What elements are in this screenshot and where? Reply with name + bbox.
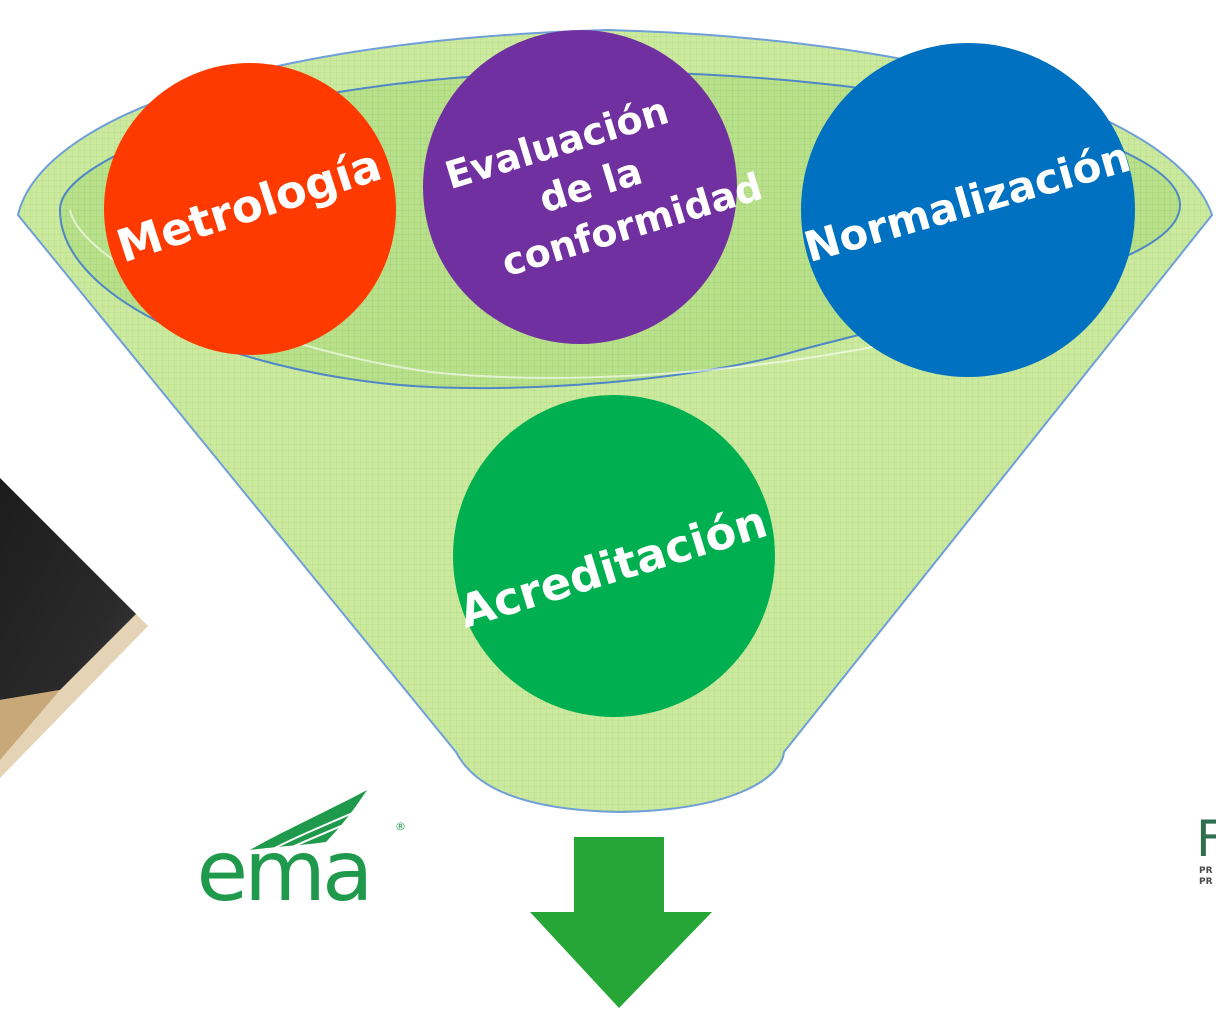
partial-logo-line1: PR <box>1199 866 1213 876</box>
partial-logo-line2: PR <box>1199 877 1213 887</box>
photo-fragment-left <box>0 478 148 778</box>
circle-acreditacion: Acreditación <box>453 395 775 717</box>
partial-logo-right: F PR PR <box>1196 810 1216 887</box>
partial-logo-letter: F <box>1196 810 1216 868</box>
ema-registered-mark: ® <box>395 820 406 833</box>
circle-metrologia: Metrología <box>104 63 396 355</box>
ema-logo-text: ema <box>197 822 370 920</box>
eagle-wing-icon <box>250 790 367 850</box>
down-arrow-icon <box>530 837 712 1008</box>
ema-logo: ema ® <box>197 790 406 920</box>
circle-normalizacion: Normalización <box>799 43 1136 377</box>
